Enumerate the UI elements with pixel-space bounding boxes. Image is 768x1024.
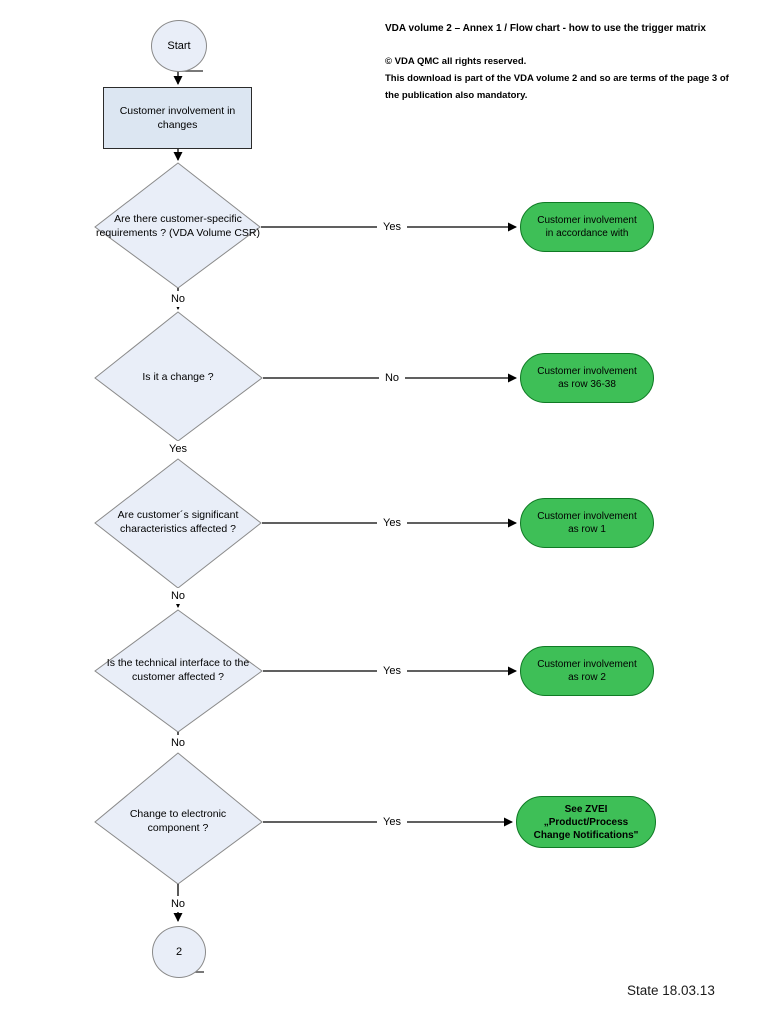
- end-node-label: 2: [175, 946, 183, 958]
- copyright-block: © VDA QMC all rights reserved. This down…: [385, 53, 753, 104]
- down-label-3: No: [165, 588, 191, 604]
- down-label-2: Yes: [164, 441, 192, 457]
- branch-label-3: Yes: [377, 515, 407, 531]
- copyright-line-1: © VDA QMC all rights reserved.: [385, 56, 527, 67]
- process-box-label: Customer involvement in changes: [119, 104, 236, 131]
- branch-label-5: Yes: [377, 814, 407, 830]
- copyright-line-3: the publication also mandatory.: [385, 90, 528, 101]
- branch-label-4: Yes: [377, 663, 407, 679]
- result-node-1: Customer involvement in accordance with: [520, 202, 654, 252]
- decision-question-5: Change to electronic component ?: [129, 808, 227, 834]
- page-title: VDA volume 2 – Annex 1 / Flow chart - ho…: [385, 23, 706, 34]
- branch-label-1: Yes: [377, 219, 407, 235]
- decision-question-1: Are there customer-specific requirements…: [96, 213, 260, 239]
- start-node-label: Start: [167, 40, 191, 52]
- branch-label-2: No: [379, 370, 405, 386]
- decision-question-3: Are customer´s significant characteristi…: [117, 509, 239, 535]
- result-node-2: Customer involvement as row 36-38: [520, 353, 654, 403]
- down-label-5: No: [165, 896, 191, 912]
- result-node-5: See ZVEI „Product/Process Change Notific…: [516, 796, 656, 848]
- down-label-4: No: [165, 735, 191, 751]
- result-node-3: Customer involvement as row 1: [520, 498, 654, 548]
- result-node-4: Customer involvement as row 2: [520, 646, 654, 696]
- down-label-1: No: [165, 291, 191, 307]
- start-node: Start: [151, 20, 207, 72]
- end-node: 2: [152, 926, 206, 978]
- decision-question-4: Is the technical interface to the custom…: [106, 657, 250, 683]
- process-box: Customer involvement in changes: [103, 87, 252, 149]
- copyright-line-2: This download is part of the VDA volume …: [385, 73, 729, 84]
- decision-question-2: Is it a change ?: [142, 371, 214, 384]
- state-date: State 18.03.13: [627, 983, 715, 998]
